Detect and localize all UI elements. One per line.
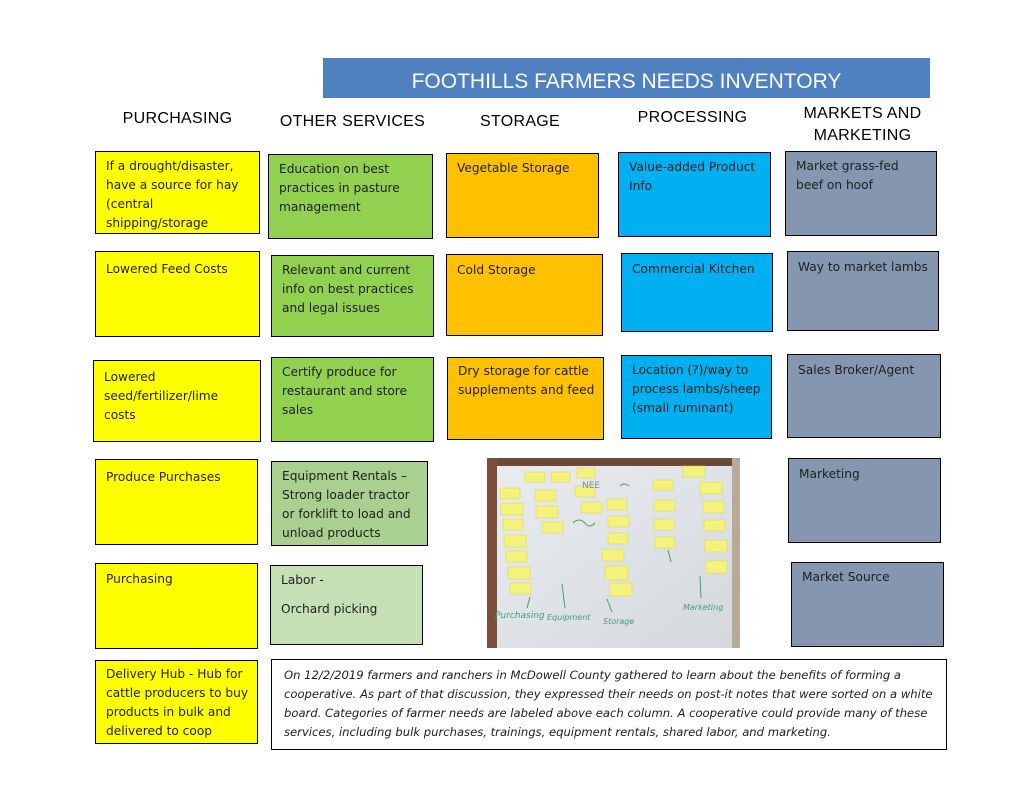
- caption-text: On 12/2/2019 farmers and ranchers in McD…: [271, 659, 947, 750]
- note-markets-1: Market grass-fed beef on hoof: [785, 151, 937, 236]
- note-purchasing-5: Purchasing: [95, 563, 258, 649]
- note-purchasing-6: Delivery Hub - Hub for cattle producers …: [95, 660, 258, 744]
- header-storage: STORAGE: [479, 113, 561, 130]
- header-processing: PROCESSING: [637, 109, 748, 126]
- note-markets-3: Sales Broker/Agent: [787, 354, 941, 438]
- note-processing-1: Value-added Product Info: [618, 152, 771, 237]
- note-other-services-1: Education on best practices in pasture m…: [268, 154, 433, 239]
- note-purchasing-3-text: Lowered seed/fertilizer/lime costs: [104, 370, 219, 422]
- whiteboard-photo-image: Purchasing Equipment Storage Marketing N…: [487, 458, 740, 648]
- board-label-needs: NEE: [582, 481, 600, 491]
- note-labor-title: Labor -: [281, 573, 324, 587]
- note-markets-5: Market Source: [791, 562, 944, 647]
- note-processing-2: Commercial Kitchen: [621, 253, 773, 332]
- header-other-services: OTHER SERVICES: [279, 113, 426, 130]
- note-storage-3: Dry storage for cattle supplements and f…: [447, 357, 604, 440]
- board-label-purchasing: Purchasing: [495, 611, 545, 621]
- note-storage-1: Vegetable Storage: [446, 153, 599, 238]
- note-other-services-2: Relevant and current info on best practi…: [271, 255, 434, 337]
- note-other-services-3: Certify produce for restaurant and store…: [271, 357, 434, 442]
- note-other-services-5: Labor - Orchard picking: [270, 565, 423, 645]
- whiteboard-photo: Purchasing Equipment Storage Marketing N…: [487, 458, 740, 648]
- board-label-marketing: Marketing: [683, 603, 723, 612]
- note-markets-4: Marketing: [788, 458, 941, 543]
- note-labor-detail: Orchard picking: [281, 602, 378, 616]
- board-label-equipment: Equipment: [547, 613, 591, 622]
- note-other-services-4: Equipment Rentals – Strong loader tracto…: [271, 461, 428, 546]
- header-purchasing: PURCHASING: [122, 110, 233, 127]
- header-markets-line2: MARKETING: [813, 127, 912, 144]
- note-markets-2: Way to market lambs: [787, 251, 939, 331]
- note-purchasing-4: Produce Purchases: [95, 459, 258, 545]
- board-label-storage: Storage: [603, 617, 634, 626]
- note-purchasing-3: Lowered seed/fertilizer/lime costs: [93, 360, 261, 442]
- header-markets-line1: MARKETS AND: [803, 105, 922, 122]
- note-storage-2: Cold Storage: [446, 254, 603, 336]
- header-markets: MARKETS AND MARKETING: [785, 103, 940, 147]
- note-purchasing-1: If a drought/disaster, have a source for…: [95, 151, 260, 234]
- note-processing-3: Location (?)/way to process lambs/sheep …: [621, 355, 772, 439]
- page-title-banner: FOOTHILLS FARMERS NEEDS INVENTORY: [323, 58, 930, 98]
- note-purchasing-2: Lowered Feed Costs: [95, 251, 260, 337]
